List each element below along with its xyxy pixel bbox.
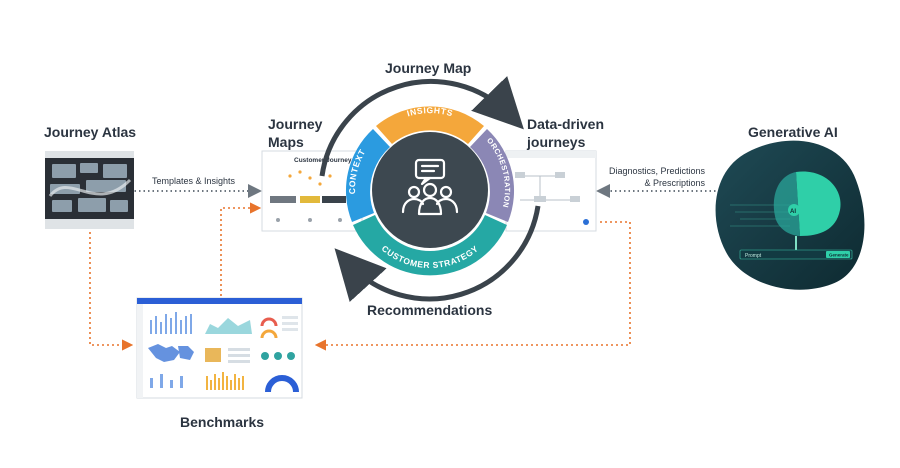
journey-atlas-thumbnail: [45, 151, 134, 229]
label-journey-map: Journey Map: [385, 60, 472, 76]
connector-templates-label: Templates & Insights: [152, 176, 236, 186]
data-driven-thumbnail: [505, 150, 597, 232]
svg-text:Generate: Generate: [829, 253, 849, 258]
generative-ai-illustration: AI Prompt Generate: [715, 140, 865, 290]
connector-diagnostics-label: Diagnostics, Predictions & Prescriptions: [609, 166, 706, 188]
connector-benchmarks-maps: [220, 202, 262, 296]
label-generative-ai: Generative AI: [748, 124, 838, 140]
label-recommendations: Recommendations: [367, 302, 493, 318]
benchmarks-thumbnail: [136, 297, 303, 399]
label-journey-maps: Journey Maps: [268, 116, 323, 150]
ring-segment-strategy: [353, 215, 507, 276]
label-data-driven: Data-driven journeys: [527, 116, 605, 150]
svg-text:INSIGHTS: INSIGHTS: [406, 105, 455, 118]
svg-text:AI: AI: [790, 209, 796, 215]
ring-segment-context: [345, 129, 390, 222]
team-chat-icon: [401, 158, 459, 216]
svg-text:Prompt: Prompt: [745, 253, 762, 259]
connector-data-benchmarks: [314, 221, 631, 351]
ring-segment-orchestration: [470, 129, 515, 222]
ring-core: [372, 132, 488, 248]
journey-ring: INSIGHTS ORCHESTRATION CUSTOMER STRATEGY…: [319, 76, 541, 303]
label-journey-atlas: Journey Atlas: [44, 124, 137, 140]
connector-atlas-benchmarks: [89, 232, 134, 351]
ring-segment-insights: [376, 106, 484, 144]
label-benchmarks: Benchmarks: [180, 414, 265, 430]
